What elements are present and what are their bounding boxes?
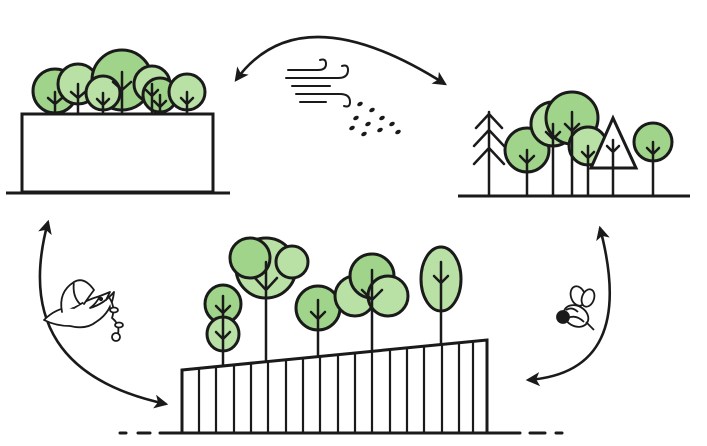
bird-icon [44, 280, 123, 341]
terrace-canopy [205, 238, 461, 351]
building-block [22, 114, 213, 192]
sloped-green-building-node [120, 238, 562, 433]
roof-tree-canopy [33, 50, 205, 113]
bee-icon [557, 284, 597, 331]
arrow-forest-terrace [528, 228, 610, 380]
conifer-tree-icon [474, 112, 504, 195]
wind-icon [286, 60, 350, 107]
green-roof-node [6, 50, 230, 193]
seeds-icon [348, 101, 401, 137]
natural-forest-node [458, 92, 690, 196]
